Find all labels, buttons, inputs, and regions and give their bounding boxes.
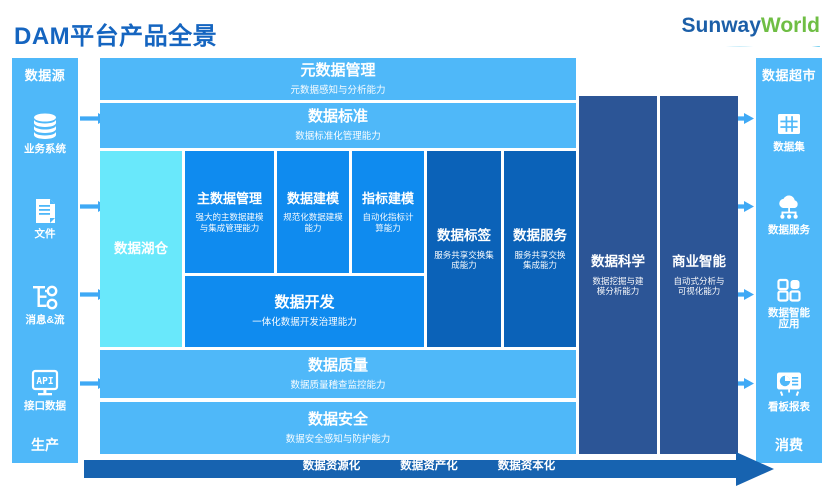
capability-title: 数据质量 xyxy=(307,356,368,374)
brand-logo: SunwayWorld xyxy=(682,14,820,38)
data-market-footer: 消费 xyxy=(775,437,803,453)
capability-title: 数据标准 xyxy=(307,108,368,126)
sidebar-item-api-data[interactable]: API 接口数据 xyxy=(12,368,78,413)
capability-title: 数据建模 xyxy=(286,191,339,207)
capability-title: 数据安全 xyxy=(307,410,368,428)
sidebar-item-label: 接口数据 xyxy=(24,399,66,412)
capability-master-data-management[interactable]: 主数据管理 强大的主数据建模 与集成管理能力 xyxy=(185,151,274,273)
platform-capability-grid: 元数据管理 元数据感知与分析能力 数据标准 数据标准化管理能力 数据湖仓 主数据… xyxy=(100,58,750,463)
connector-arrow-right-4 xyxy=(726,377,754,390)
sidebar-item-label: 数据智能 应用 xyxy=(768,306,810,331)
brand-swoosh-icon xyxy=(702,40,820,47)
data-source-panel: 数据源 业务系统 xyxy=(12,58,78,463)
app-blocks-icon xyxy=(772,275,806,305)
capability-subtitle: 数据质量稽查监控能力 xyxy=(290,379,386,391)
sidebar-item-dataset[interactable]: 数据集 xyxy=(756,109,822,154)
sidebar-item-business-system[interactable]: 业务系统 xyxy=(12,111,78,156)
sidebar-item-label: 文件 xyxy=(34,228,56,241)
capability-subtitle: 自动化指标计 算能力 xyxy=(362,212,414,233)
page-title: DAM平台产品全景 xyxy=(14,23,218,50)
capability-data-modeling[interactable]: 数据建模 规范化数据建模 能力 xyxy=(277,151,349,273)
connector-arrow-right-3 xyxy=(726,288,754,301)
capability-data-science[interactable]: 数据科学 数据挖掘与建 模分析能力 xyxy=(579,96,657,454)
table-grid-icon xyxy=(772,109,806,139)
sidebar-item-message-stream[interactable]: 消息&流 xyxy=(12,282,78,327)
capability-subtitle: 规范化数据建模 能力 xyxy=(283,212,343,233)
capability-metric-modeling[interactable]: 指标建模 自动化指标计 算能力 xyxy=(352,151,424,273)
page-header: DAM平台产品全景 SunwayWorld xyxy=(0,0,834,55)
capability-data-tag[interactable]: 数据标签 服务共享交换集 成能力 xyxy=(427,151,501,347)
capability-subtitle: 元数据感知与分析能力 xyxy=(290,84,386,96)
dashboard-report-icon xyxy=(772,369,806,399)
capability-data-lakehouse[interactable]: 数据湖仓 xyxy=(100,151,182,347)
brand-logo-world: World xyxy=(760,14,820,37)
capability-title: 主数据管理 xyxy=(196,191,262,207)
capability-title: 数据服务 xyxy=(513,227,567,243)
capability-subtitle: 数据安全感知与防护能力 xyxy=(285,433,391,445)
data-source-footer: 生产 xyxy=(31,437,59,453)
capability-title: 数据科学 xyxy=(591,253,645,269)
data-market-panel: 数据超市 数据集 xyxy=(756,58,822,463)
capability-data-service[interactable]: 数据服务 服务共享交换 集成能力 xyxy=(504,151,576,347)
value-flow-arrow xyxy=(84,452,774,486)
api-monitor-icon: API xyxy=(28,368,62,398)
capability-title: 数据开发 xyxy=(274,294,335,312)
capability-subtitle: 自动式分析与 可视化能力 xyxy=(673,275,725,296)
capability-subtitle: 服务共享交换 集成能力 xyxy=(514,249,566,270)
capability-subtitle: 服务共享交换集 成能力 xyxy=(434,249,494,270)
sidebar-item-label: 数据服务 xyxy=(768,223,810,236)
sidebar-item-intelligent-app[interactable]: 数据智能 应用 xyxy=(756,275,822,332)
capability-data-development[interactable]: 数据开发 一体化数据开发治理能力 xyxy=(185,276,424,347)
capability-business-intelligence[interactable]: 商业智能 自动式分析与 可视化能力 xyxy=(660,96,738,454)
sidebar-item-dashboard-report[interactable]: 看板报表 xyxy=(756,369,822,414)
data-market-header: 数据超市 xyxy=(761,68,816,83)
capability-subtitle: 数据挖掘与建 模分析能力 xyxy=(592,275,644,296)
data-source-header: 数据源 xyxy=(24,68,66,83)
capability-data-security[interactable]: 数据安全 数据安全感知与防护能力 xyxy=(100,402,576,454)
capability-metadata-management[interactable]: 元数据管理 元数据感知与分析能力 xyxy=(100,58,576,100)
data-market-items: 数据集 数据服务 xyxy=(756,84,822,463)
database-icon xyxy=(28,111,62,141)
data-source-items: 业务系统 文件 xyxy=(12,84,78,463)
sidebar-item-label: 看板报表 xyxy=(768,401,810,414)
cloud-service-icon xyxy=(772,192,806,222)
svg-text:API: API xyxy=(36,376,53,387)
sidebar-item-label: 消息&流 xyxy=(25,314,65,326)
connector-arrow-right-2 xyxy=(726,200,754,213)
capability-title: 数据标签 xyxy=(437,227,491,243)
sidebar-item-label: 数据集 xyxy=(773,141,805,154)
capability-title: 商业智能 xyxy=(672,253,726,269)
capability-subtitle: 数据标准化管理能力 xyxy=(295,131,381,143)
capability-data-quality[interactable]: 数据质量 数据质量稽查监控能力 xyxy=(100,350,576,398)
sidebar-item-label: 业务系统 xyxy=(24,142,66,155)
capability-data-standard[interactable]: 数据标准 数据标准化管理能力 xyxy=(100,103,576,148)
brand-logo-sunway: Sunway xyxy=(681,14,761,37)
connector-arrow-right-1 xyxy=(726,112,754,125)
sidebar-item-file[interactable]: 文件 xyxy=(12,196,78,241)
capability-subtitle: 一体化数据开发治理能力 xyxy=(252,317,357,329)
capability-title: 元数据管理 xyxy=(300,61,376,79)
capability-title: 指标建模 xyxy=(361,191,414,207)
sidebar-item-data-service[interactable]: 数据服务 xyxy=(756,192,822,237)
document-icon xyxy=(28,196,62,226)
capability-title: 数据湖仓 xyxy=(114,241,168,257)
message-stream-icon xyxy=(28,282,62,312)
capability-subtitle: 强大的主数据建模 与集成管理能力 xyxy=(195,212,264,233)
